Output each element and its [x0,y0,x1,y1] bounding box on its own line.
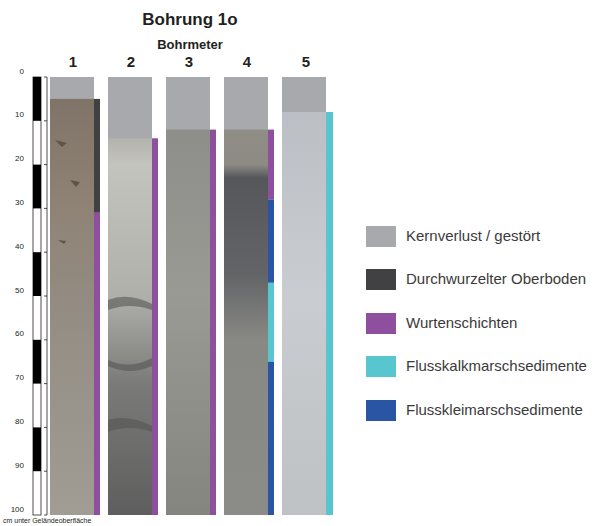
column-number: 3 [185,54,193,71]
column-number: 4 [243,54,251,71]
legend-text: Flusskalkmarschsedimente [406,358,587,375]
tick-label: 40 [15,243,24,252]
column-number: 1 [69,54,77,71]
tick-label: 60 [15,330,24,339]
legend-swatch [366,313,396,334]
tick-label: 50 [15,287,24,296]
tick-label: 10 [15,111,24,120]
legend-swatch [366,226,396,247]
legend-text: Wurtenschichten [406,315,517,332]
column-number: 2 [127,54,135,71]
legend-text: Durchwurzelter Oberboden [406,271,586,288]
tick-label: 20 [15,155,24,164]
tick-label: 100 [11,506,24,515]
chart-title: Bohrung 1o [142,11,237,30]
tick-label: 70 [15,374,24,383]
column-number: 5 [302,54,310,71]
legend-swatch [366,356,396,377]
legend-text: Kernverlust / gestört [406,228,540,245]
tick-label: 90 [15,462,24,471]
axis-title: cm unter Geländeoberfläche [3,517,91,525]
legend-swatch [366,400,396,421]
legend-swatch [366,269,396,290]
tick-label: 0 [20,68,24,77]
tick-label: 80 [15,418,24,427]
legend-text: Flusskleimarschsedimente [406,402,583,419]
axis-heading: Bohrmeter [157,38,223,52]
tick-label: 30 [15,199,24,208]
